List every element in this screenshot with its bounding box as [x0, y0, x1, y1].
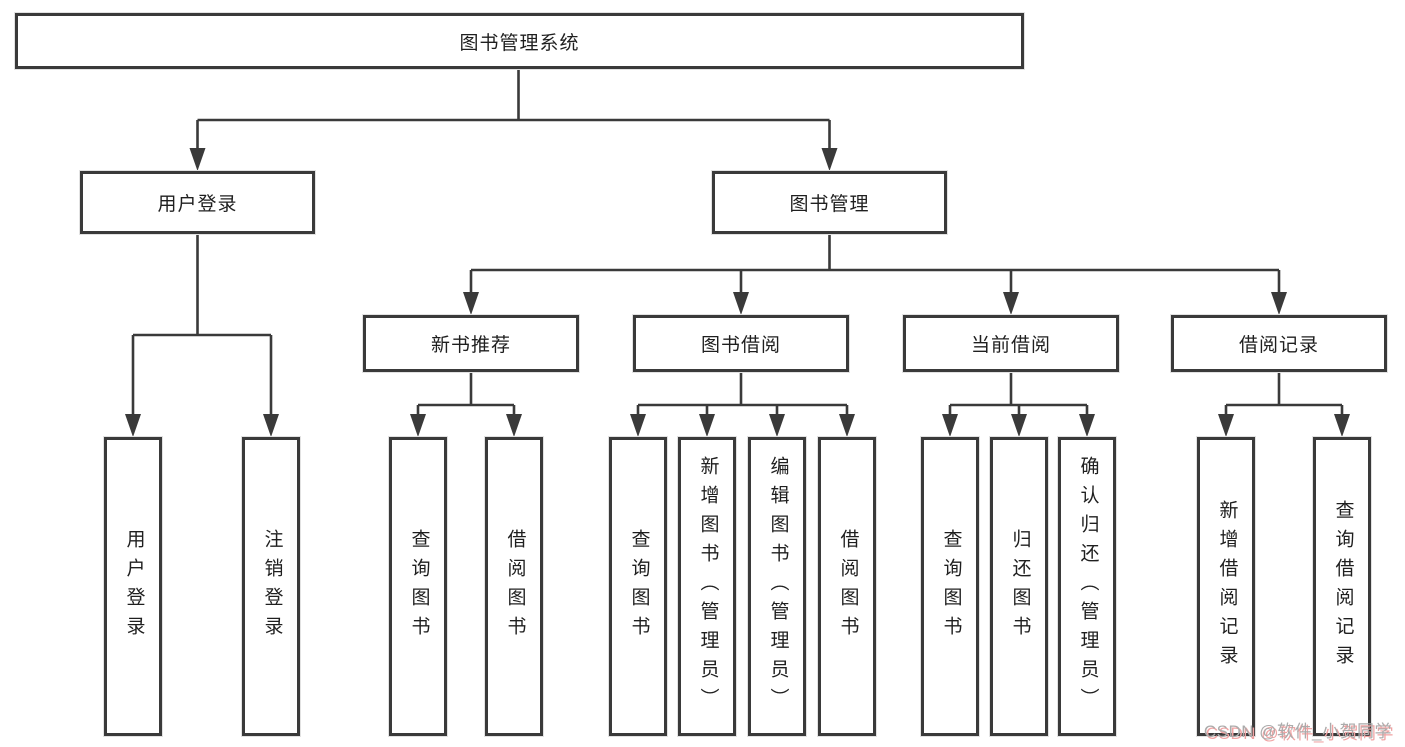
leaf-user-login: 用户登录 [104, 437, 162, 736]
leaf-query-borrow-record: 查询借阅记录 [1313, 437, 1371, 736]
node-book-management: 图书管理 [712, 171, 947, 234]
leaf-query-books-current: 查询图书 [921, 437, 979, 736]
node-label: 用户登录 [123, 528, 145, 645]
csdn-watermark: CSDN @软件_小贺同学 [1203, 722, 1392, 741]
node-book-borrowing: 图书借阅 [633, 315, 849, 372]
node-label: 图书管理系统 [459, 32, 580, 54]
node-label: 查询图书 [628, 528, 650, 645]
node-user-login: 用户登录 [80, 171, 315, 234]
leaf-borrow-books: 借阅图书 [818, 437, 876, 736]
arrowheads [125, 148, 1350, 437]
node-label: 图书借阅 [700, 335, 781, 356]
leaf-borrow-books-recommend: 借阅图书 [485, 437, 543, 736]
node-label: 新书推荐 [430, 335, 511, 356]
node-current-borrowing: 当前借阅 [903, 315, 1119, 372]
node-label: 用户登录 [157, 194, 238, 215]
leaf-add-borrow-record: 新增借阅记录 [1197, 437, 1255, 736]
leaf-query-books-recommend: 查询图书 [389, 437, 447, 736]
node-library-management-system: 图书管理系统 [15, 13, 1024, 69]
leaf-edit-books-admin: 编辑图书（管理员） [748, 437, 806, 736]
node-label: 当前借阅 [970, 335, 1051, 356]
node-label: 图书管理 [789, 194, 870, 215]
leaf-add-books-admin: 新增图书（管理员） [678, 437, 736, 736]
node-borrowing-records: 借阅记录 [1171, 315, 1387, 372]
leaf-return-books: 归还图书 [990, 437, 1048, 736]
leaf-query-books-borrow: 查询图书 [609, 437, 667, 736]
leaf-logout: 注销登录 [242, 437, 300, 736]
node-label: 编辑图书（管理员） [767, 456, 789, 717]
node-label: 查询图书 [940, 528, 962, 645]
node-label: 查询借阅记录 [1332, 499, 1354, 674]
node-label: 注销登录 [261, 528, 283, 645]
node-label: 查询图书 [408, 528, 430, 645]
node-label: 新增借阅记录 [1216, 499, 1238, 674]
node-label: 借阅图书 [504, 528, 526, 645]
node-label: 归还图书 [1009, 528, 1031, 645]
node-new-book-recommendation: 新书推荐 [363, 315, 579, 372]
node-label: 借阅图书 [837, 528, 859, 645]
leaf-confirm-return-admin: 确认归还（管理员） [1058, 437, 1116, 736]
node-label: 借阅记录 [1238, 335, 1319, 356]
node-label: 确认归还（管理员） [1077, 456, 1099, 717]
node-label: 新增图书（管理员） [697, 456, 719, 717]
